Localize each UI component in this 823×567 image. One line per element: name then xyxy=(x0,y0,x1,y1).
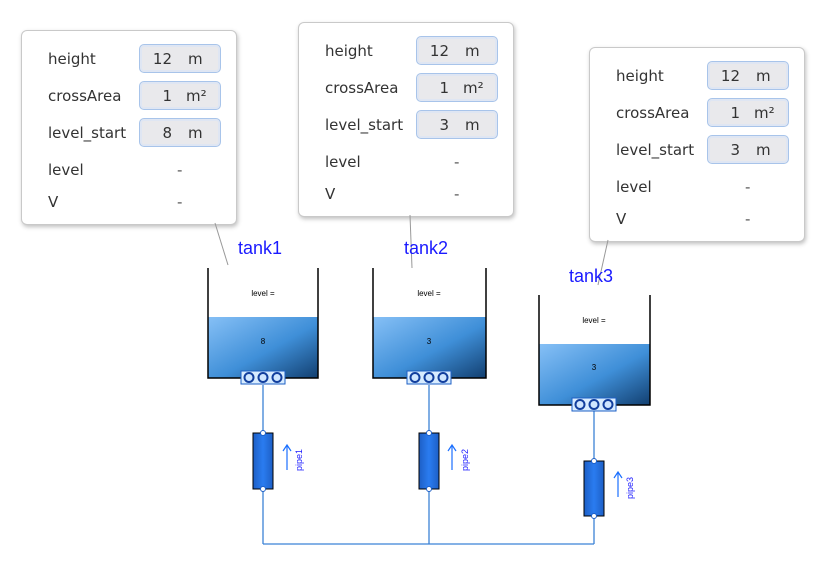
crossarea-value: 1 xyxy=(439,79,449,97)
height-unit: m xyxy=(465,42,480,60)
level-start-value: 3 xyxy=(439,116,449,134)
pipe2-label: pipe2 xyxy=(460,449,470,471)
tank2[interactable]: level = 3 xyxy=(372,268,487,385)
crossarea-label: crossArea xyxy=(325,79,399,97)
tank3-value: 3 xyxy=(592,363,597,372)
level-start-label: level_start xyxy=(48,124,127,142)
level-output-row: level - xyxy=(299,145,513,177)
volume-output-label: V xyxy=(325,185,336,203)
level-output-row: level - xyxy=(22,153,236,185)
volume-output-value: - xyxy=(177,193,183,211)
level-start-field[interactable]: 8 m xyxy=(139,118,221,147)
level-start-unit: m xyxy=(188,124,203,142)
tank1-level-text: level = xyxy=(251,289,275,298)
level-output-label: level xyxy=(48,161,84,179)
crossarea-value: 1 xyxy=(162,87,172,105)
height-label: height xyxy=(325,42,373,60)
level-start-value: 8 xyxy=(162,124,172,142)
pipe1[interactable]: pipe1 xyxy=(252,430,304,492)
height-value: 12 xyxy=(429,42,449,60)
tank1[interactable]: level = 8 xyxy=(207,268,319,385)
panel3-leader-line xyxy=(597,239,609,286)
level-start-label: level_start xyxy=(616,141,695,159)
crossarea-field[interactable]: 1 m² xyxy=(416,73,498,102)
crossarea-label: crossArea xyxy=(616,104,690,122)
level-start-field[interactable]: 3 m xyxy=(416,110,498,139)
level-start-unit: m xyxy=(465,116,480,134)
tank1-name-label: tank1 xyxy=(238,238,283,258)
tank3-ports[interactable] xyxy=(571,397,617,412)
level-start-label: level_start xyxy=(325,116,404,134)
level-start-row: level_start 3 m xyxy=(299,108,513,140)
crossarea-row: crossArea 1 m² xyxy=(299,71,513,103)
volume-output-row: V - xyxy=(22,185,236,217)
height-row: height 12 m xyxy=(22,42,236,74)
tank1-value: 8 xyxy=(261,337,266,346)
level-start-value: 3 xyxy=(730,141,740,159)
volume-output-value: - xyxy=(454,185,460,203)
volume-output-value: - xyxy=(745,210,751,228)
crossarea-label: crossArea xyxy=(48,87,122,105)
crossarea-value: 1 xyxy=(730,104,740,122)
height-field[interactable]: 12 m xyxy=(139,44,221,73)
height-label: height xyxy=(616,67,664,85)
level-output-value: - xyxy=(177,161,183,179)
crossarea-unit: m² xyxy=(463,79,484,97)
level-output-row: level - xyxy=(590,170,804,202)
tank2-value: 3 xyxy=(427,337,432,346)
volume-output-row: V - xyxy=(299,177,513,209)
pipe3-label: pipe3 xyxy=(625,477,635,499)
tank2-name-label: tank2 xyxy=(404,238,449,258)
tank2-level-text: level = xyxy=(417,289,441,298)
tank2-parameter-panel: height 12 m crossArea 1 m² level_start 3… xyxy=(298,22,514,217)
tank1-parameter-panel: height 12 m crossArea 1 m² level_start 8… xyxy=(21,30,237,225)
height-unit: m xyxy=(188,50,203,68)
tank3-parameter-panel: height 12 m crossArea 1 m² level_start 3… xyxy=(589,47,805,242)
panel1-leader-line xyxy=(214,222,229,266)
pipe1-label: pipe1 xyxy=(294,449,304,471)
height-value: 12 xyxy=(720,67,740,85)
height-label: height xyxy=(48,50,96,68)
connection-lines xyxy=(262,385,595,545)
pipe3[interactable]: pipe3 xyxy=(583,458,635,519)
tank3-level-text: level = xyxy=(582,316,606,325)
tank1-ports[interactable] xyxy=(240,370,286,385)
height-row: height 12 m xyxy=(299,34,513,66)
level-start-unit: m xyxy=(756,141,771,159)
height-field[interactable]: 12 m xyxy=(416,36,498,65)
pipe3-flow-arrow-icon xyxy=(613,470,623,497)
tank3-name-label: tank3 xyxy=(569,266,614,286)
crossarea-field[interactable]: 1 m² xyxy=(707,98,789,127)
volume-output-label: V xyxy=(616,210,627,228)
level-output-value: - xyxy=(745,178,751,196)
volume-output-label: V xyxy=(48,193,59,211)
pipe2[interactable]: pipe2 xyxy=(418,430,470,492)
crossarea-field[interactable]: 1 m² xyxy=(139,81,221,110)
level-output-value: - xyxy=(454,153,460,171)
level-output-label: level xyxy=(325,153,361,171)
crossarea-row: crossArea 1 m² xyxy=(22,79,236,111)
volume-output-row: V - xyxy=(590,202,804,234)
pipe1-flow-arrow-icon xyxy=(282,443,292,470)
height-field[interactable]: 12 m xyxy=(707,61,789,90)
pipe2-flow-arrow-icon xyxy=(447,443,457,470)
tank2-ports[interactable] xyxy=(406,370,452,385)
crossarea-unit: m² xyxy=(186,87,207,105)
level-output-label: level xyxy=(616,178,652,196)
level-start-field[interactable]: 3 m xyxy=(707,135,789,164)
panel2-leader-line xyxy=(409,214,413,269)
height-unit: m xyxy=(756,67,771,85)
height-value: 12 xyxy=(152,50,172,68)
height-row: height 12 m xyxy=(590,59,804,91)
level-start-row: level_start 3 m xyxy=(590,133,804,165)
level-start-row: level_start 8 m xyxy=(22,116,236,148)
crossarea-row: crossArea 1 m² xyxy=(590,96,804,128)
crossarea-unit: m² xyxy=(754,104,775,122)
tank3[interactable]: level = 3 xyxy=(538,295,651,412)
